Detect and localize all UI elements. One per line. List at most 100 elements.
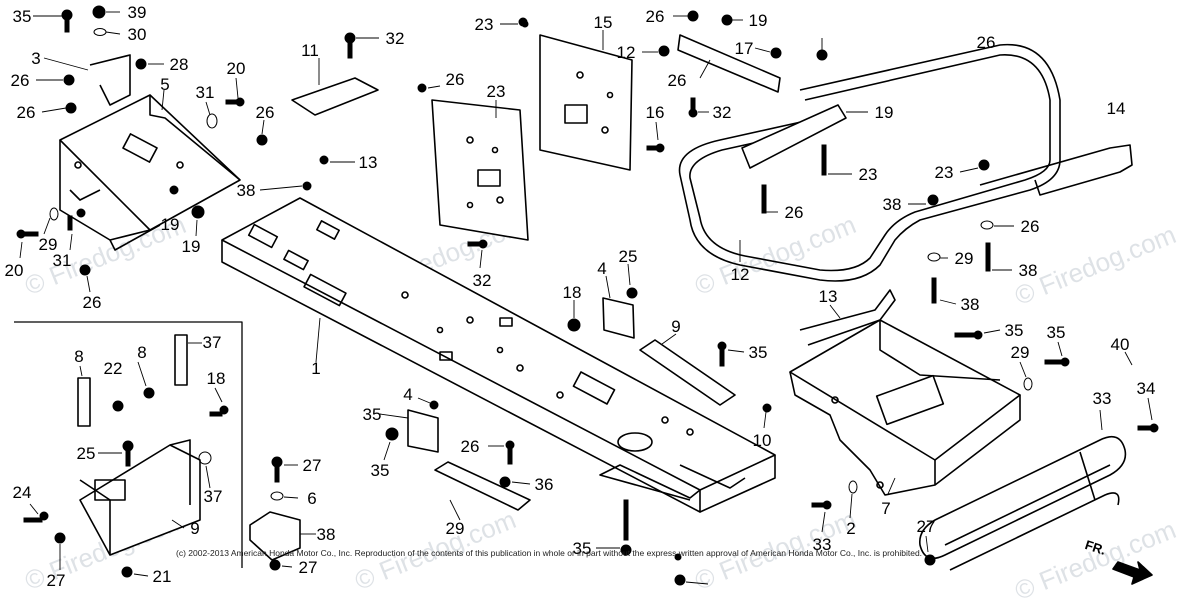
callout-label: 29: [955, 249, 974, 268]
strap-part: [174, 334, 188, 386]
nut-icon: [924, 554, 936, 566]
callout-label: 31: [53, 251, 72, 270]
callout-label: 22: [104, 359, 123, 378]
callout-label: 14: [1107, 99, 1126, 118]
callout-label: 8: [74, 347, 83, 366]
main-frame-part: [221, 197, 776, 513]
callout-label: 27: [917, 517, 936, 536]
plate-part: [407, 409, 439, 453]
bracket-part: [799, 289, 896, 346]
bumper-part: [918, 435, 1127, 571]
callout-label: 12: [731, 265, 750, 284]
callout-label: 23: [859, 165, 878, 184]
callout-label: 26: [83, 293, 102, 312]
callout-label: 29: [446, 519, 465, 538]
rail-part: [741, 104, 847, 169]
callout-label: 38: [883, 195, 902, 214]
callout-label: 18: [563, 283, 582, 302]
callout-label: 7: [881, 499, 890, 518]
plate-part: [249, 511, 301, 561]
callout-label: 26: [256, 103, 275, 122]
plate-part: [602, 297, 635, 339]
callout-label: 23: [935, 163, 954, 182]
bracket-part: [677, 34, 781, 93]
nut-icon: [626, 287, 638, 299]
callout-label: 37: [204, 487, 223, 506]
nut-icon: [135, 58, 147, 70]
callout-label: 32: [713, 103, 732, 122]
callout-label: 35: [749, 343, 768, 362]
nut-icon: [79, 264, 91, 276]
callout-label: 19: [182, 237, 201, 256]
callout-label: 34: [1137, 379, 1156, 398]
callout-label: 35: [1005, 321, 1024, 340]
callout-label: 33: [1093, 389, 1112, 408]
callout-label: 20: [5, 261, 24, 280]
callout-label: 24: [13, 483, 32, 502]
callout-labels: 35 39 30 3 28 26 5 26 31 20 26 11 32 23 …: [5, 3, 1156, 590]
bracket-part: [79, 439, 201, 556]
callout-label: 9: [190, 519, 199, 538]
callout-label: 32: [386, 29, 405, 48]
nut-icon: [112, 400, 124, 412]
callout-label: 17: [735, 39, 754, 58]
bracket-part: [434, 461, 531, 511]
callout-label: 36: [535, 475, 554, 494]
callout-label: 27: [303, 456, 322, 475]
callout-label: 33: [813, 535, 832, 554]
callout-label: 26: [977, 33, 996, 52]
callout-label: 25: [77, 444, 96, 463]
side-plate-part: [431, 99, 529, 241]
nut-icon: [269, 559, 281, 571]
nut-icon: [54, 532, 66, 544]
front-direction-arrow: [1112, 561, 1153, 585]
callout-label: 37: [203, 333, 222, 352]
nut-icon: [63, 74, 75, 86]
callout-label: 27: [299, 558, 318, 577]
callout-label: 21: [153, 567, 172, 586]
callout-label: 35: [573, 539, 592, 558]
nut-icon: [65, 102, 77, 114]
callout-label: 8: [137, 343, 146, 362]
callout-label: 35: [363, 405, 382, 424]
bracket-assembly-part: [59, 54, 241, 251]
callout-label: 38: [1019, 261, 1038, 280]
callout-label: 29: [39, 235, 58, 254]
nut-icon: [256, 134, 268, 146]
callout-label: 12: [617, 43, 636, 62]
callout-label: 26: [446, 70, 465, 89]
callout-label: 27: [47, 571, 66, 590]
inset-box: [14, 321, 243, 568]
handle-frame-part: [678, 43, 1061, 282]
callout-label: 26: [646, 7, 665, 26]
nut-icon: [121, 566, 133, 578]
bolt-icon: [92, 5, 106, 19]
callout-label: 26: [785, 203, 804, 222]
callout-label: 6: [307, 489, 316, 508]
callout-label: 3: [31, 49, 40, 68]
callout-label: 23: [487, 82, 506, 101]
callout-label: 35: [1047, 323, 1066, 342]
callout-label: 32: [473, 271, 492, 290]
callout-label: 38: [317, 525, 336, 544]
callout-label: 16: [646, 103, 665, 122]
strap-part: [77, 377, 91, 427]
callout-label: 4: [403, 385, 412, 404]
nut-icon: [978, 159, 990, 171]
nut-icon: [687, 10, 699, 22]
nut-icon: [927, 194, 939, 206]
callout-label: 5: [160, 75, 169, 94]
callout-label: 18: [207, 369, 226, 388]
bracket-part: [639, 339, 736, 406]
callout-label: 2: [846, 519, 855, 538]
callout-label: 15: [594, 13, 613, 32]
callout-label: 40: [1111, 335, 1130, 354]
callout-label: 26: [11, 71, 30, 90]
side-plate-part: [539, 34, 633, 171]
callout-label: 35: [371, 461, 390, 480]
callout-label: 19: [749, 11, 768, 30]
callout-label: 38: [961, 295, 980, 314]
callout-label: 38: [237, 181, 256, 200]
callout-label: 10: [753, 431, 772, 450]
